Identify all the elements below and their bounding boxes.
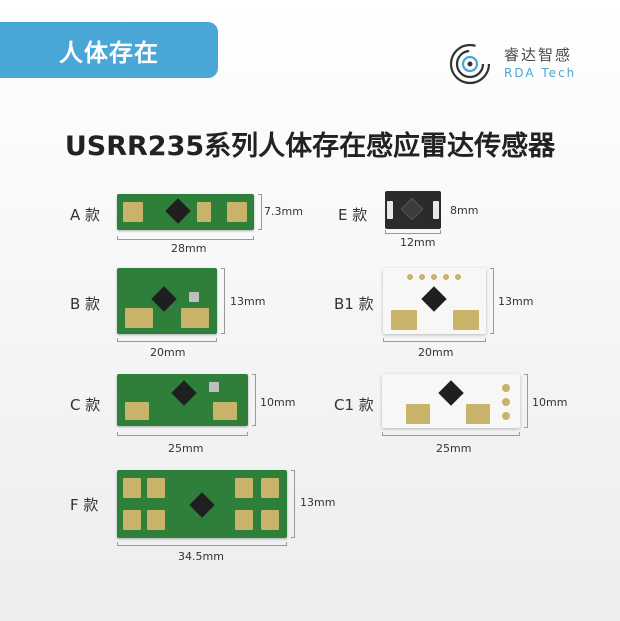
module-b-length: 20mm: [150, 346, 186, 359]
module-c1-board: [382, 374, 520, 428]
brand-name-en: RDA Tech: [504, 66, 577, 80]
module-a-width: 7.3mm: [264, 205, 303, 218]
module-f-width: 13mm: [300, 496, 336, 509]
module-c-width: 10mm: [260, 396, 296, 409]
module-e-label: E 款: [338, 206, 368, 224]
module-b1-length-line: [383, 338, 486, 342]
module-a-length-line: [117, 236, 254, 240]
module-c-label: C 款: [70, 396, 101, 414]
module-b-length-line: [117, 338, 217, 342]
brand-logo-icon: [449, 43, 491, 85]
module-e-length-line: [385, 230, 441, 234]
module-a-length: 28mm: [171, 242, 207, 255]
module-f-label: F 款: [70, 496, 99, 514]
module-f-width-line: [291, 470, 295, 538]
module-c-board: [117, 374, 248, 426]
module-c1-width: 10mm: [532, 396, 568, 409]
module-e-length: 12mm: [400, 236, 436, 249]
module-b-width: 13mm: [230, 295, 266, 308]
module-c1-length-line: [382, 432, 520, 436]
module-e-width: 8mm: [450, 204, 479, 217]
module-c-width-line: [252, 374, 256, 426]
module-a-board: [117, 194, 254, 230]
module-c-length-line: [117, 432, 248, 436]
module-c1-length: 25mm: [436, 442, 472, 455]
module-e-board: [385, 191, 441, 229]
page-title: USRR235系列人体存在感应雷达传感器: [64, 131, 556, 162]
module-b1-length: 20mm: [418, 346, 454, 359]
category-tag: 人体存在: [0, 22, 218, 78]
module-a-label: A 款: [70, 206, 101, 224]
module-c-length: 25mm: [168, 442, 204, 455]
module-c1-label: C1 款: [334, 396, 374, 414]
module-a-width-line: [258, 194, 262, 230]
brand-logo: 睿达智感 RDA Tech: [448, 40, 598, 86]
module-b-width-line: [221, 268, 225, 334]
module-b1-board: [383, 268, 486, 334]
module-b1-width: 13mm: [498, 295, 534, 308]
module-b-board: [117, 268, 217, 334]
module-f-length: 34.5mm: [178, 550, 224, 563]
module-f-board: [117, 470, 287, 538]
module-f-length-line: [117, 542, 287, 546]
brand-name-cn: 睿达智感: [504, 46, 573, 64]
module-b-label: B 款: [70, 295, 101, 313]
module-b1-label: B1 款: [334, 295, 374, 313]
module-c1-width-line: [524, 374, 528, 428]
module-b1-width-line: [490, 268, 494, 334]
